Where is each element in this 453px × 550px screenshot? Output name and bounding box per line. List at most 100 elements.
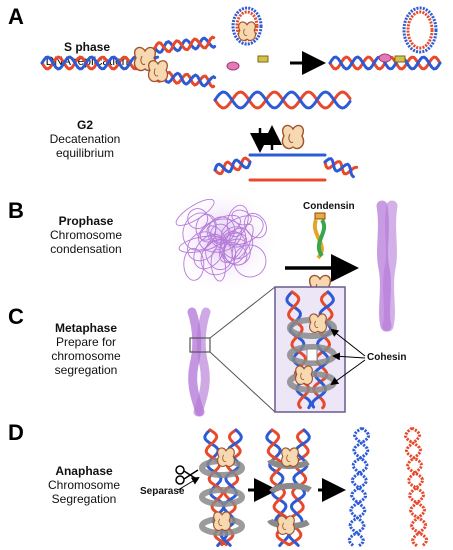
prophase-line-1: Chromosome (49, 228, 123, 242)
metaphase-chromatid-left (187, 307, 205, 417)
condensin-label: Condensin (303, 201, 355, 212)
prophase-chromatin-loop (233, 244, 267, 278)
metaphase-cohesin-subunit (306, 348, 318, 362)
anaphase-separated-red-1 (404, 426, 429, 547)
g2-topo-enzyme (281, 124, 305, 150)
prophase-chromatin-loop (208, 216, 236, 244)
metaphase-label: Metaphase Prepare for chromosome segrega… (36, 321, 136, 377)
prophase-chromatin-loop (205, 237, 233, 271)
anaphase-stage1-enzyme-2-body (213, 511, 231, 531)
s-phase-result-helicase (378, 53, 392, 63)
metaphase-topo-enzyme-1-fold (314, 320, 319, 328)
s-phase-loop-red (235, 10, 259, 42)
g2-line-1: Decatenation (49, 132, 121, 146)
anaphase-separated-red-2 (404, 426, 428, 548)
metaphase-zoom-line-bottom (209, 351, 276, 413)
prophase-chromatin-loop (220, 226, 254, 260)
separase-pointer (177, 476, 200, 491)
cohesin-pointer-3 (330, 359, 366, 386)
metaphase-zoom-line-top (209, 286, 276, 339)
metaphase-zoom-source-box (189, 337, 211, 353)
g2-label: G2 Decatenation equilibrium (40, 118, 130, 160)
anaphase-stage2-enzyme-2-fold (282, 522, 287, 530)
drawing-layer (40, 6, 442, 548)
metaphase-title: Metaphase (54, 321, 118, 335)
anaphase-stage2-open-ring-2 (269, 482, 312, 494)
prophase-chromatin-loop (198, 218, 243, 253)
prophase-label: Prophase Chromosome condensation (36, 214, 136, 256)
cohesin-label: Cohesin (367, 352, 407, 363)
prophase-chromatin-loop (219, 231, 247, 264)
scissors-handle-1 (175, 465, 185, 475)
prophase-chromatin-loop (210, 248, 226, 282)
metaphase-topo-enzyme-2 (295, 365, 313, 385)
metaphase-topo-enzyme-2-fold (300, 372, 305, 380)
s-phase-loop-blue (231, 6, 263, 46)
anaphase-stage1-enzyme-1 (217, 447, 235, 467)
s-phase-helicase (226, 61, 240, 71)
g2-topo-enzyme-fold (288, 133, 294, 143)
anaphase-stage1-enzyme-1-fold (222, 454, 227, 462)
scissors-handle-2 (175, 475, 185, 485)
prophase-chromatin-loop (187, 231, 218, 262)
prophase-chromatin-tangle (175, 198, 267, 282)
prophase-chromatin-loop (195, 213, 217, 241)
prophase-chromatin-loop (187, 208, 209, 230)
prophase-chromatin-loop (175, 198, 215, 226)
s-phase-result-loop-blue (402, 6, 438, 54)
prophase-chromatin-loop (178, 235, 223, 253)
s-phase-polymerase (257, 55, 269, 63)
cohesin-pointer-1 (330, 328, 366, 357)
anaphase-stage2-enzyme-1 (281, 447, 299, 467)
panel-letter-b: B (8, 198, 24, 223)
metaphase-line-2: chromosome (51, 349, 121, 363)
anaphase-stage2-enzyme-2-body (277, 515, 295, 535)
separase-label: Separase (140, 486, 185, 497)
panel-letter-a: A (8, 4, 24, 29)
metaphase-line-3: segregation (54, 363, 118, 377)
g2-line-2: equilibrium (55, 146, 115, 160)
g2-title: G2 (76, 118, 93, 132)
panel-letter-c: C (8, 304, 24, 329)
metaphase-topo-enzyme-1 (309, 313, 327, 333)
condensin-arm-green (316, 218, 326, 258)
anaphase-stage2-enzyme-1-body (281, 447, 299, 467)
anaphase-separated-blue-2 (347, 426, 371, 547)
anaphase-stage2-enzyme-2 (277, 515, 295, 535)
anaphase-stage1-enzyme-1-body (217, 447, 235, 467)
anaphase-stage1-enzyme-2-fold (218, 518, 223, 526)
anaphase-label: Anaphase Chromosome Segregation (34, 464, 134, 506)
s-phase-result-strand-2 (328, 55, 442, 71)
anaphase-line-2: Segregation (51, 492, 117, 506)
s-phase-title: S phase (63, 40, 111, 54)
condensin-head (314, 212, 326, 220)
anaphase-stage1-ring-2 (199, 487, 245, 507)
metaphase-topo-enzyme-2-body (295, 365, 313, 385)
s-phase-topo-enzyme-2 (147, 60, 169, 83)
anaphase-stage2-enzyme-1-fold (286, 454, 291, 462)
cohesin-pointer-2 (332, 352, 366, 361)
g2-catenated-top-strand-2 (213, 90, 352, 110)
panel-letter-d: D (8, 420, 24, 445)
s-phase-topo-enzyme-1-fold (140, 55, 146, 65)
metaphase-topo-enzyme-1-body (309, 313, 327, 333)
anaphase-title: Anaphase (55, 464, 113, 478)
prophase-chromatid-right (382, 200, 398, 332)
metaphase-line-1: Prepare for (55, 335, 117, 349)
s-phase-topo-enzyme-2-body (147, 60, 169, 83)
scissors-blades (183, 469, 199, 481)
metaphase-chromatid-right (193, 307, 211, 417)
anaphase-stage1-enzyme-2 (213, 511, 231, 531)
g2-decat-right-strand-2 (323, 157, 355, 179)
s-phase-daughter-top-strand-1 (153, 36, 217, 55)
s-phase-loop-enzyme-fold (243, 28, 248, 36)
g2-decat-left-strand-2 (213, 158, 252, 174)
anaphase-line-1: Chromosome (47, 478, 121, 492)
prophase-chromatin-loop (200, 238, 237, 276)
prophase-chromatin-loop (183, 247, 205, 281)
prophase-chromatin-loop (231, 209, 252, 226)
prophase-line-2: condensation (50, 242, 122, 256)
prophase-title: Prophase (58, 214, 114, 228)
s-phase-loop-enzyme (238, 21, 256, 41)
